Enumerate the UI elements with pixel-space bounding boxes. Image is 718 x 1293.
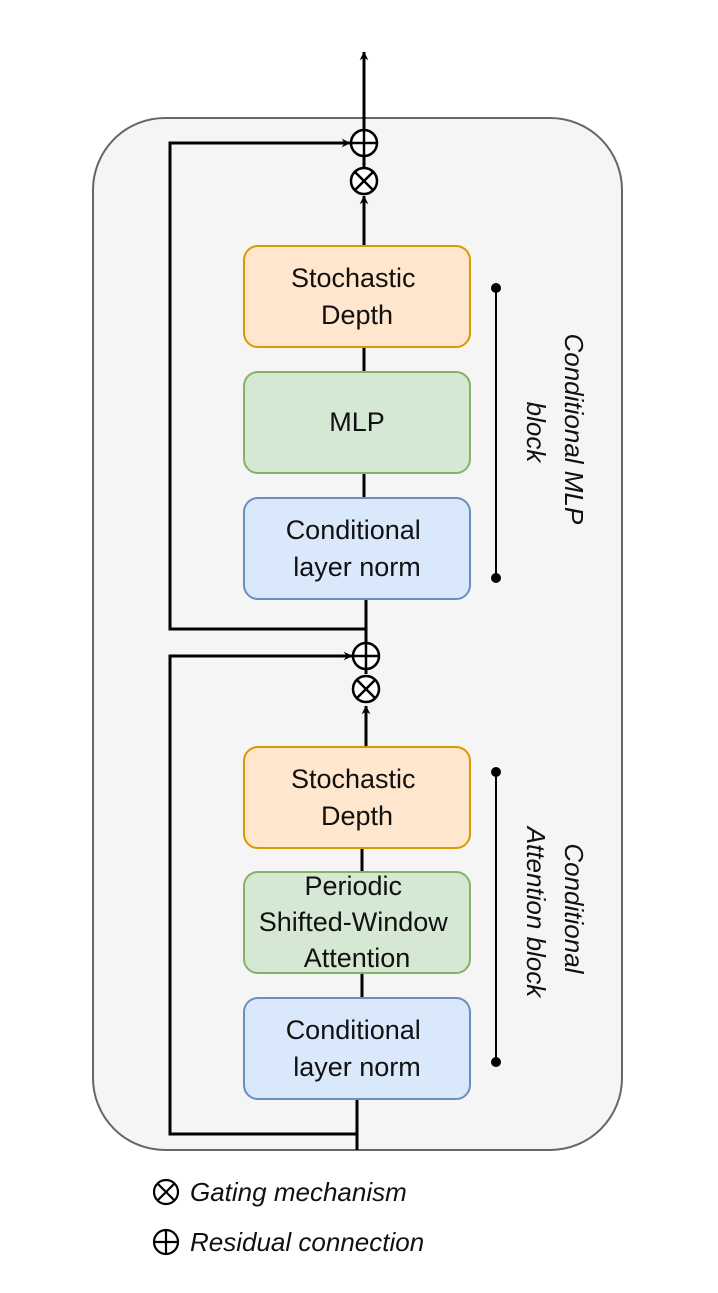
legend-residual-text: Residual connection [190, 1227, 424, 1257]
svg-text:MLP: MLP [329, 407, 385, 437]
residual-symbol-icon [351, 641, 381, 671]
residual-legend-icon [152, 1228, 180, 1256]
svg-text:Stochastic Depth: Stochastic Depth [291, 764, 423, 831]
svg-text:Conditional layer norm: Conditional layer norm [286, 1015, 429, 1082]
svg-text:Periodic Shifted-Window: Periodic Shifted-Window Attention [259, 871, 456, 973]
mlp-layer-norm-line-2: layer norm [293, 552, 421, 582]
mlp-block-label: Conditional MLP block [521, 333, 589, 530]
mlp-layer-norm-line-1: Conditional [286, 515, 421, 545]
attention-line-2: Shifted-Window [259, 907, 449, 937]
legend-gating-row: Gating mechanism [152, 1177, 407, 1207]
mlp-box: MLP [243, 371, 471, 474]
gating-symbol-icon [351, 674, 381, 704]
attention-block-bracket [491, 767, 501, 1067]
attention-layer-norm-box: Conditional layer norm [243, 997, 471, 1100]
attention-stochastic-depth-box: Stochastic Depth [243, 746, 471, 849]
svg-text:Stochastic Depth: Stochastic Depth [291, 263, 423, 330]
lower-skip-connection [168, 651, 357, 1136]
attention-layer-norm-line-1: Conditional [286, 1015, 421, 1045]
mlp-label: MLP [329, 407, 385, 437]
attention-box: Periodic Shifted-Window Attention [243, 871, 471, 974]
attention-block-label: Conditional Attention block [521, 825, 589, 1000]
legend-gating-text: Gating mechanism [190, 1177, 407, 1207]
gating-legend-icon [152, 1178, 180, 1206]
attention-stochastic-depth-line-1: Stochastic [291, 764, 416, 794]
gating-symbol-icon [349, 166, 379, 196]
mlp-block-bracket [491, 283, 501, 583]
svg-text:Conditional layer norm: Conditional layer norm [286, 515, 429, 582]
residual-symbol-icon [349, 128, 379, 158]
mlp-layer-norm-box: Conditional layer norm [243, 497, 471, 600]
attention-layer-norm-line-2: layer norm [293, 1052, 421, 1082]
mlp-stochastic-depth-box: Stochastic Depth [243, 245, 471, 348]
attention-line-3: Attention [304, 943, 411, 973]
upper-skip-connection [168, 138, 366, 631]
attention-stochastic-depth-line-2: Depth [321, 801, 393, 831]
attention-line-1: Periodic [304, 871, 402, 901]
mlp-stochastic-depth-line-1: Stochastic [291, 263, 416, 293]
legend-residual-row: Residual connection [152, 1227, 424, 1257]
mlp-stochastic-depth-line-2: Depth [321, 300, 393, 330]
